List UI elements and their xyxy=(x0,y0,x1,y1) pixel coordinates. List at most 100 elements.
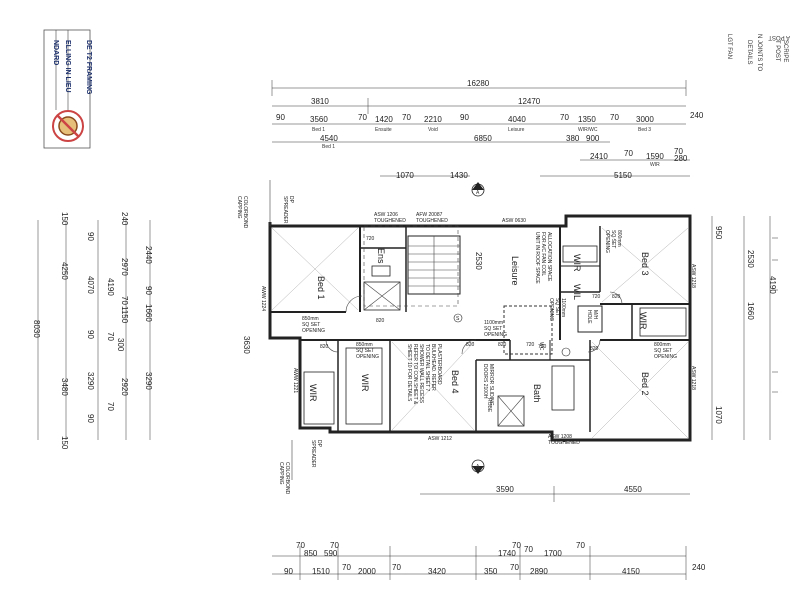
ldim-240: 240 xyxy=(120,212,129,226)
stair-treads xyxy=(408,236,460,294)
sub-leisure: Leisure xyxy=(508,127,525,133)
bdim-3590: 3590 xyxy=(496,485,514,494)
dim-r3-1420: 1420 xyxy=(375,115,393,124)
leisure-sq-3: OPENING xyxy=(484,332,507,338)
alloc-3: UNIT IN ROOF SPACE xyxy=(534,232,540,284)
spreader-2: SPREADER xyxy=(310,440,316,468)
room-robe: ROBE xyxy=(486,398,492,413)
bdim-r3-70: 70 xyxy=(524,545,533,554)
plaster-6: SHEET 10 FOR DETAILS xyxy=(406,344,412,402)
door-820c: 820 xyxy=(466,342,475,348)
door-820b: 820 xyxy=(320,344,329,350)
mid-820: 820 xyxy=(498,342,507,348)
dim-280: 280 xyxy=(674,154,688,163)
sub-ensuite: Ensuite xyxy=(375,127,392,133)
mid-720: 720 xyxy=(526,342,535,348)
win-aww1221: AWW 1221 xyxy=(292,368,298,393)
dim-1590: 1590 xyxy=(646,152,664,161)
sub4-bed1: Bed 1 xyxy=(322,144,335,150)
title-line-2: ELLING IN LIEU xyxy=(64,40,71,93)
room-bed1: Bed 1 xyxy=(316,276,326,300)
bdim-590: 590 xyxy=(324,549,338,558)
dim-r3-4040: 4040 xyxy=(508,115,526,124)
room-ens: Ens xyxy=(376,248,386,264)
win-asw1206: ASW 1206 xyxy=(374,212,398,218)
dim-r3-70c: 70 xyxy=(560,113,569,122)
mirror-1: MIRROR SLIDING xyxy=(488,364,494,406)
win-tough-1: TOUGHENED xyxy=(374,218,406,224)
dim-r3-240: 240 xyxy=(690,111,704,120)
interior-walls xyxy=(270,225,690,439)
room-wir-mid: WIR xyxy=(360,374,370,392)
win-tough-2: TOUGHENED xyxy=(416,218,448,224)
outer-walls xyxy=(268,180,692,480)
dim-6850: 6850 xyxy=(474,134,492,143)
ldim-90c: 90 xyxy=(86,414,95,423)
rdim-4190: 4190 xyxy=(768,276,777,294)
dim-4540: 4540 xyxy=(320,134,338,143)
room-wc: WC xyxy=(538,342,544,351)
win-tough-3: TOUGHENED xyxy=(548,440,580,446)
wir-sq-3: OPENING xyxy=(356,354,379,360)
dim-r3-90: 90 xyxy=(276,113,285,122)
left-dimensions: 150 4250 8030 3480 150 90 4070 90 3290 9… xyxy=(32,212,153,450)
bdim-r3h-70a: 70 xyxy=(296,541,305,550)
bdim-350: 350 xyxy=(484,567,498,576)
bdim-r4-70a: 70 xyxy=(342,563,351,572)
rlabel-asw1218b: ASW 1218 xyxy=(690,366,696,390)
bdim-90: 90 xyxy=(284,567,293,576)
dim-r5-70a: 70 xyxy=(624,149,633,158)
dp-2: DP xyxy=(316,440,322,448)
ldim-2920: 2920 xyxy=(120,378,129,396)
manhole-2: HOLE xyxy=(586,310,592,324)
leisure-sq-2: SQ SET xyxy=(484,326,502,332)
bdim-r2-70b: 70 xyxy=(576,541,585,550)
mid-dimensions: 2530 3630 xyxy=(242,252,483,354)
ldim-4190: 4190 xyxy=(106,278,115,296)
bdim-r2-70a: 70 xyxy=(512,541,521,550)
room-wil: WIL xyxy=(572,284,582,300)
window-labels: ASW 1206 TOUGHENED AFW 20087 TOUGHENED A… xyxy=(260,212,580,446)
bdim-2890: 2890 xyxy=(530,567,548,576)
bdim-4150: 4150 xyxy=(622,567,640,576)
room-leisure: Leisure xyxy=(510,256,520,286)
mid-s: S xyxy=(456,316,460,322)
note-t-post: T POST xyxy=(774,40,780,62)
bed3-sq-3: OPENING xyxy=(604,230,610,253)
win-aww1224: AWW 1224 xyxy=(260,286,266,311)
note-details: DETAILS xyxy=(746,40,752,65)
note-lgt-fan: LGT FAN xyxy=(726,34,732,59)
dp-1: DP xyxy=(288,196,294,204)
bed2-sq-1: 800mm xyxy=(654,342,671,348)
ldim-90b: 90 xyxy=(86,330,95,339)
bdim-1510: 1510 xyxy=(312,567,330,576)
section-marker-top: A xyxy=(471,182,485,197)
door-720b: 720 xyxy=(538,344,547,350)
room-wir-top: WIR xyxy=(572,254,582,272)
ldim-2970: 2970 xyxy=(120,258,129,276)
ldim-3480: 3480 xyxy=(60,378,69,396)
plan-notes: 850mm SQ SET OPENING 850mm SQ SET OPENIN… xyxy=(302,230,677,406)
bed2-sq-2: SQ SET xyxy=(654,348,672,354)
door-820d: 820 xyxy=(612,294,621,300)
ldim-3290a: 3290 xyxy=(86,372,95,390)
dim-overall: 16280 xyxy=(467,79,490,88)
win-asw1212: ASW 1212 xyxy=(428,436,452,442)
note-n-joints: N JOINTS TO xyxy=(756,34,762,71)
dim-1430: 1430 xyxy=(450,171,468,180)
plaster-2: BULKHEAD. REFER xyxy=(430,344,436,391)
section-label-bottom: A xyxy=(476,464,480,470)
room-labels: Bed 1 Ens Leisure Bed 3 Bed 2 Bed 4 Bath… xyxy=(308,248,650,413)
bottom-dimensions: 3590 4550 70 70 70 70 850 590 1740 70 17… xyxy=(272,485,706,580)
plaster-3: TO DETAIL SHEET 7 xyxy=(424,344,430,392)
dim-3810: 3810 xyxy=(311,97,329,106)
top-dimensions: 16280 3810 12470 90 3560 70 1420 70 2210… xyxy=(271,79,704,180)
sub5-wir: WIR xyxy=(650,162,660,168)
dim-380: 380 xyxy=(566,134,580,143)
section-marker-bottom: A xyxy=(471,459,485,474)
alloc-2: FOR A/C FAN COIL xyxy=(540,232,546,276)
rlabel-asw1218a: ASW 1218 xyxy=(690,264,696,288)
title-line-3: NDARD xyxy=(52,40,59,65)
bdim-r3h-70b: 70 xyxy=(330,541,339,550)
